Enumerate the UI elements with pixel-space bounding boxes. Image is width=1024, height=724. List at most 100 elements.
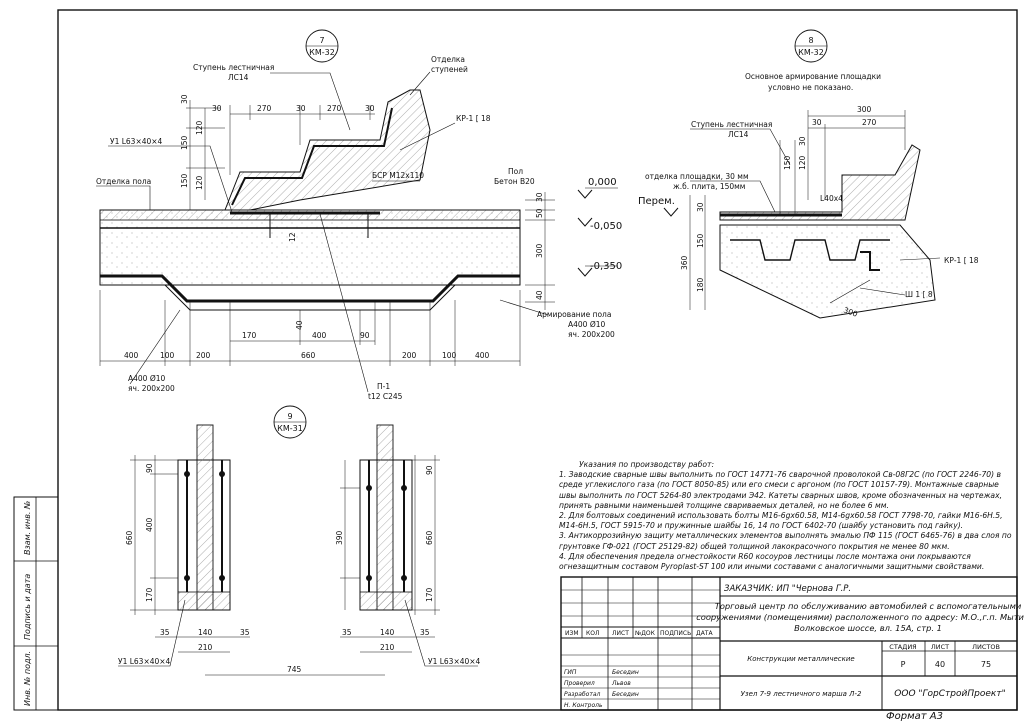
level-0: 0,000: [588, 177, 617, 188]
label-armir-2: А400 Ø10: [568, 320, 606, 329]
stamp-sheet-h: ЛИСТ: [931, 643, 949, 651]
side-inv-z: Взам. инв. №: [23, 501, 32, 555]
dim-b660: 660: [301, 351, 316, 360]
dim-rr140: 140: [380, 628, 395, 637]
side-sign: Подпись и дата: [23, 574, 32, 640]
dim-l660: 660: [125, 530, 134, 545]
label-u1-right: У1 L63×40×4: [428, 657, 481, 666]
col-podpis: ПОДПИСЬ: [660, 630, 691, 637]
label-p1-2: t12 С245: [368, 392, 403, 401]
note-2: 2. Для болтовых соединений использовать …: [559, 511, 1003, 531]
dims-7-top: [186, 100, 375, 210]
dim-b200a: 200: [196, 351, 211, 360]
label-kr1: КР-1 [ 18: [456, 114, 491, 123]
col-list: ЛИСТ: [612, 630, 629, 637]
dim-r150b: 150: [696, 233, 705, 248]
dim-r300a: 300: [857, 105, 872, 114]
dim-l170: 170: [145, 587, 154, 602]
detail-7: 7 КМ-32 Ступень лестничная ЛС14 Отделка …: [96, 29, 622, 401]
dim-l35a: 35: [160, 628, 170, 637]
dim-rr35a: 35: [342, 628, 352, 637]
dim-m90: 90: [360, 331, 370, 340]
dim-v40c: 40: [295, 320, 304, 330]
dim-v30r: 30: [535, 192, 544, 202]
dim-b100a: 100: [160, 351, 175, 360]
label-stair-code: ЛС14: [228, 73, 249, 82]
dim-r30c: 30: [696, 202, 705, 212]
dim-l35b: 35: [240, 628, 250, 637]
dim-30c: 30: [365, 104, 375, 113]
dim-30b: 30: [296, 104, 306, 113]
dim-v50r: 50: [535, 208, 544, 218]
role-norm: Н. Контроль: [564, 702, 603, 709]
role-developed: Разработал: [564, 691, 601, 698]
stamp-project-3: Волковское шоссе, вл. 15А, стр. 1: [794, 623, 942, 633]
dim-b400b: 400: [475, 351, 490, 360]
label-stair-step: Ступень лестничная: [193, 63, 274, 72]
callout-9-sheet: КМ-31: [277, 424, 303, 433]
note-1: 1. Заводские сварные швы выполнить по ГО…: [559, 470, 1002, 510]
label-u1-left: У1 L63×40×4: [118, 657, 171, 666]
note-3: 3. Антикоррозийную защиту металлических …: [559, 531, 1012, 551]
label-main-armir-2: условно не показано.: [768, 83, 853, 92]
label-perem: Перем.: [638, 196, 675, 207]
dim-l400: 400: [145, 517, 154, 532]
dim-r30b: 30: [798, 136, 807, 146]
callout-7-sheet: КМ-32: [309, 48, 335, 57]
dim-270b: 270: [327, 104, 342, 113]
stamp-sheets-h: ЛИСТОВ: [972, 643, 1000, 651]
label-main-armir-1: Основное армирование площадки: [745, 72, 881, 81]
col-izm: ИЗМ: [565, 630, 579, 637]
label-step-finish-2: ступеней: [431, 65, 468, 74]
sheet-frame: [57, 9, 1018, 711]
dim-l140: 140: [198, 628, 213, 637]
dim-r270: 270: [862, 118, 877, 127]
col-kol: КОЛ: [586, 630, 600, 637]
callout-8-sheet: КМ-32: [798, 48, 824, 57]
dim-m170: 170: [242, 331, 257, 340]
dim-l210: 210: [198, 643, 213, 652]
dim-rr210: 210: [380, 643, 395, 652]
col-ndok: №ДОК: [635, 630, 656, 637]
callout-7-num: 7: [319, 36, 324, 45]
dim-m400: 400: [312, 331, 327, 340]
dims-7-right: [525, 192, 555, 310]
stamp-title: Узел 7-9 лестничного марша Л-2: [741, 690, 862, 698]
dim-v30a: 30: [180, 94, 189, 104]
dims-7-bottom: [99, 290, 521, 366]
notes-heading: Указания по производству работ:: [579, 460, 715, 469]
dim-b200b: 200: [402, 351, 417, 360]
dim-v40r: 40: [535, 290, 544, 300]
detail-8: 8 КМ-32 Основное армирование площадки ус…: [638, 29, 979, 319]
dim-v120b: 120: [195, 175, 204, 190]
dim-rr660: 660: [425, 530, 434, 545]
format-label: Формат А3: [886, 711, 943, 722]
title-block: [560, 576, 1018, 711]
stamp-sheets: 75: [981, 660, 991, 669]
label-armir-3: яч. 200х200: [568, 330, 615, 339]
label-u1: У1 L63×40×4: [110, 137, 163, 146]
dim-r180: 180: [696, 277, 705, 292]
side-strip: Взам. инв. № Подпись и дата Инв. № подл.: [13, 496, 59, 711]
name-checked: Львов: [611, 680, 631, 687]
callout-9-num: 9: [287, 412, 292, 421]
dim-r360: 360: [680, 255, 689, 270]
stamp-sheet: 40: [935, 660, 945, 669]
label-floor-finish: Отделка пола: [96, 177, 151, 186]
dim-v150b: 150: [180, 173, 189, 188]
dim-745: 745: [287, 665, 302, 674]
dim-30a: 30: [212, 104, 222, 113]
stamp-stage-h: СТАДИЯ: [889, 643, 916, 651]
label-p1-1: П-1: [377, 382, 390, 391]
stamp-project-1: Торговый центр по обслуживанию автомобил…: [715, 601, 1022, 611]
dim-rr90: 90: [425, 465, 434, 475]
label-rc-slab: ж.б. плита, 150мм: [673, 182, 745, 191]
dim-r120: 120: [798, 155, 807, 170]
level-marks: 0,000 -0,050 -0,350: [577, 177, 622, 277]
label-stair-step-8: Ступень лестничная: [691, 120, 772, 129]
dim-v300r: 300: [535, 243, 544, 258]
dim-270a: 270: [257, 104, 272, 113]
label-l40: L40x4: [820, 194, 843, 203]
label-armir-1: Армирование пола: [537, 310, 611, 319]
